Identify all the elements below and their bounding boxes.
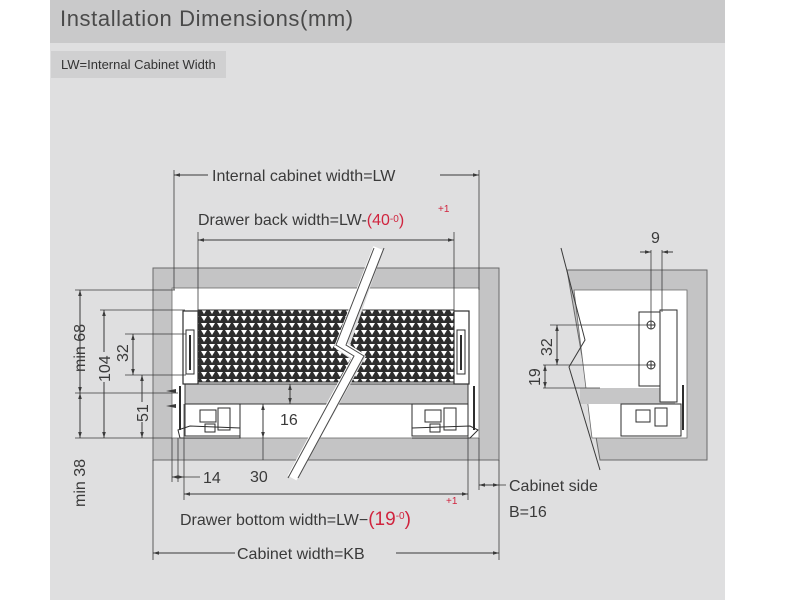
dim-51: 51 (135, 404, 152, 422)
dim-min-38: min 38 (72, 459, 89, 507)
header-bar (50, 0, 725, 43)
dim-16: 16 (280, 412, 298, 429)
dim-14: 14 (203, 470, 221, 487)
front-view: Internal cabinet width=LW Drawer back wi… (72, 168, 598, 563)
dim-30: 30 (250, 469, 268, 486)
internal-cabinet-width-label: Internal cabinet width=LW (212, 168, 396, 185)
drawer-bottom-tol-plus: +1 (446, 496, 458, 507)
cabinet-width-label: Cabinet width=KB (237, 546, 365, 563)
drawer-back-width-label: Drawer back width=LW-(40-0) (198, 212, 404, 229)
left-drawer-side (182, 310, 199, 385)
drawer-bottom-plate (184, 383, 469, 405)
cabinet-side-label: Cabinet side (509, 478, 598, 495)
side-runner (620, 385, 684, 437)
cabinet-side-b-label: B=16 (509, 504, 547, 521)
drawer-mesh-back (197, 309, 455, 383)
side-dim-32: 32 (539, 338, 556, 356)
side-dim-19: 19 (527, 368, 544, 386)
right-runner (411, 386, 479, 439)
drawer-back-tol-plus: +1 (438, 204, 450, 215)
dim-32: 32 (115, 344, 132, 362)
lw-note: LW=Internal Cabinet Width (51, 51, 226, 78)
left-runner (177, 386, 241, 439)
dim-104: 104 (97, 355, 114, 382)
side-dim-9: 9 (651, 230, 660, 247)
page-title: Installation Dimensions(mm) (60, 6, 354, 31)
dim-min-68: min 68 (72, 324, 89, 372)
side-view: 9 32 19 (527, 230, 708, 471)
drawer-bottom-width-label: Drawer bottom width=LW−(19-0) (180, 509, 411, 530)
right-drawer-side (453, 310, 470, 385)
